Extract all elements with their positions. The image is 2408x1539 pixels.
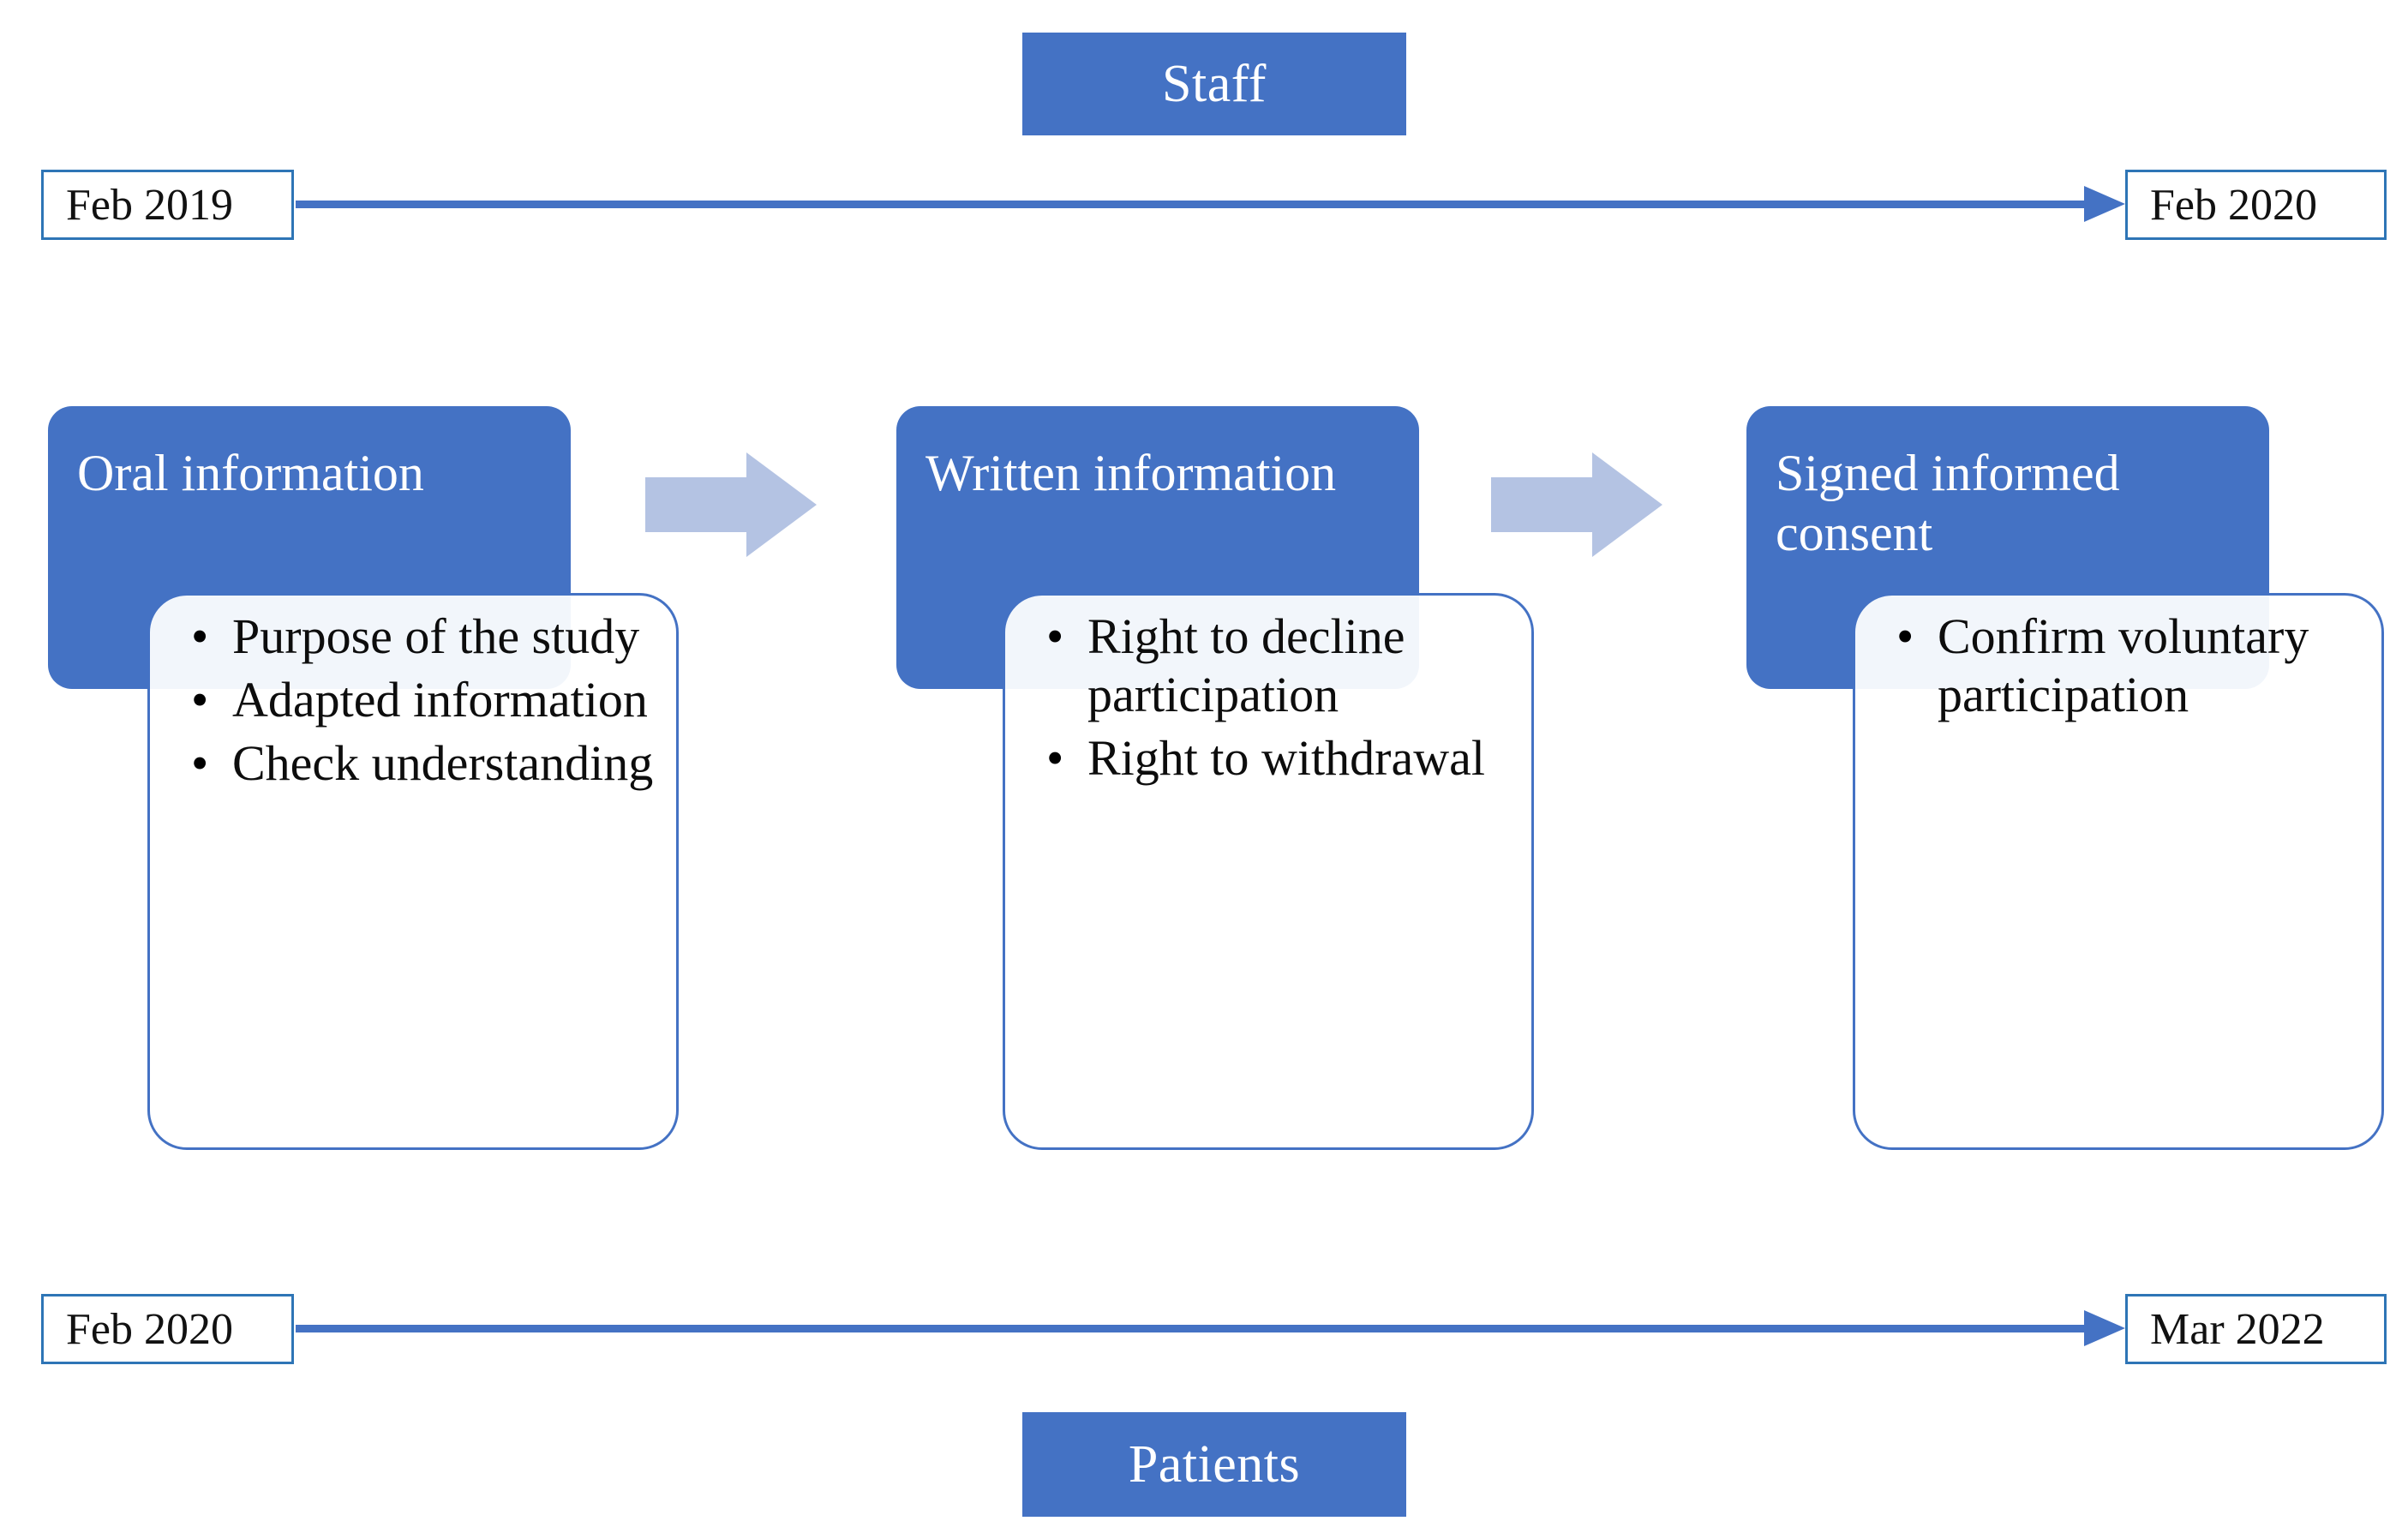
list-item: Purpose of the study: [191, 608, 654, 666]
timeline-line-patients: [296, 1325, 2104, 1332]
stage-card-written-information: Right to decline participation Right to …: [1003, 593, 1534, 1150]
timeline-line-staff: [296, 201, 2104, 208]
stage-bullet-list: Confirm voluntary participation: [1878, 608, 2359, 724]
timeline-start-date-patients: Feb 2020: [41, 1294, 294, 1364]
timeline-end-date-patients: Mar 2022: [2125, 1294, 2387, 1364]
group-label-staff: Staff: [1022, 33, 1406, 135]
timeline-arrowhead-icon-patients: [2084, 1310, 2125, 1346]
list-item: Confirm voluntary participation: [1896, 608, 2359, 724]
timeline-arrowhead-icon-staff: [2084, 186, 2125, 222]
patients-timeline: Feb 2020 Mar 2022: [0, 1289, 2408, 1400]
right-block-arrow-icon: [1491, 449, 1662, 560]
list-item: Check understanding: [191, 734, 654, 793]
list-item: Adapted information: [191, 671, 654, 729]
staff-timeline: Feb 2019 Feb 2020: [0, 165, 2408, 276]
stage-card-oral-information: Purpose of the study Adapted information…: [147, 593, 679, 1150]
list-item: Right to decline participation: [1046, 608, 1509, 724]
stage-card-signed-informed-consent: Confirm voluntary participation: [1853, 593, 2384, 1150]
timeline-start-date-staff: Feb 2019: [41, 170, 294, 240]
list-item: Right to withdrawal: [1046, 729, 1509, 787]
stage-bullet-list: Purpose of the study Adapted information…: [172, 608, 654, 793]
stage-bullet-list: Right to decline participation Right to …: [1027, 608, 1509, 787]
timeline-end-date-staff: Feb 2020: [2125, 170, 2387, 240]
right-block-arrow-icon: [645, 449, 817, 560]
group-label-patients: Patients: [1022, 1412, 1406, 1517]
